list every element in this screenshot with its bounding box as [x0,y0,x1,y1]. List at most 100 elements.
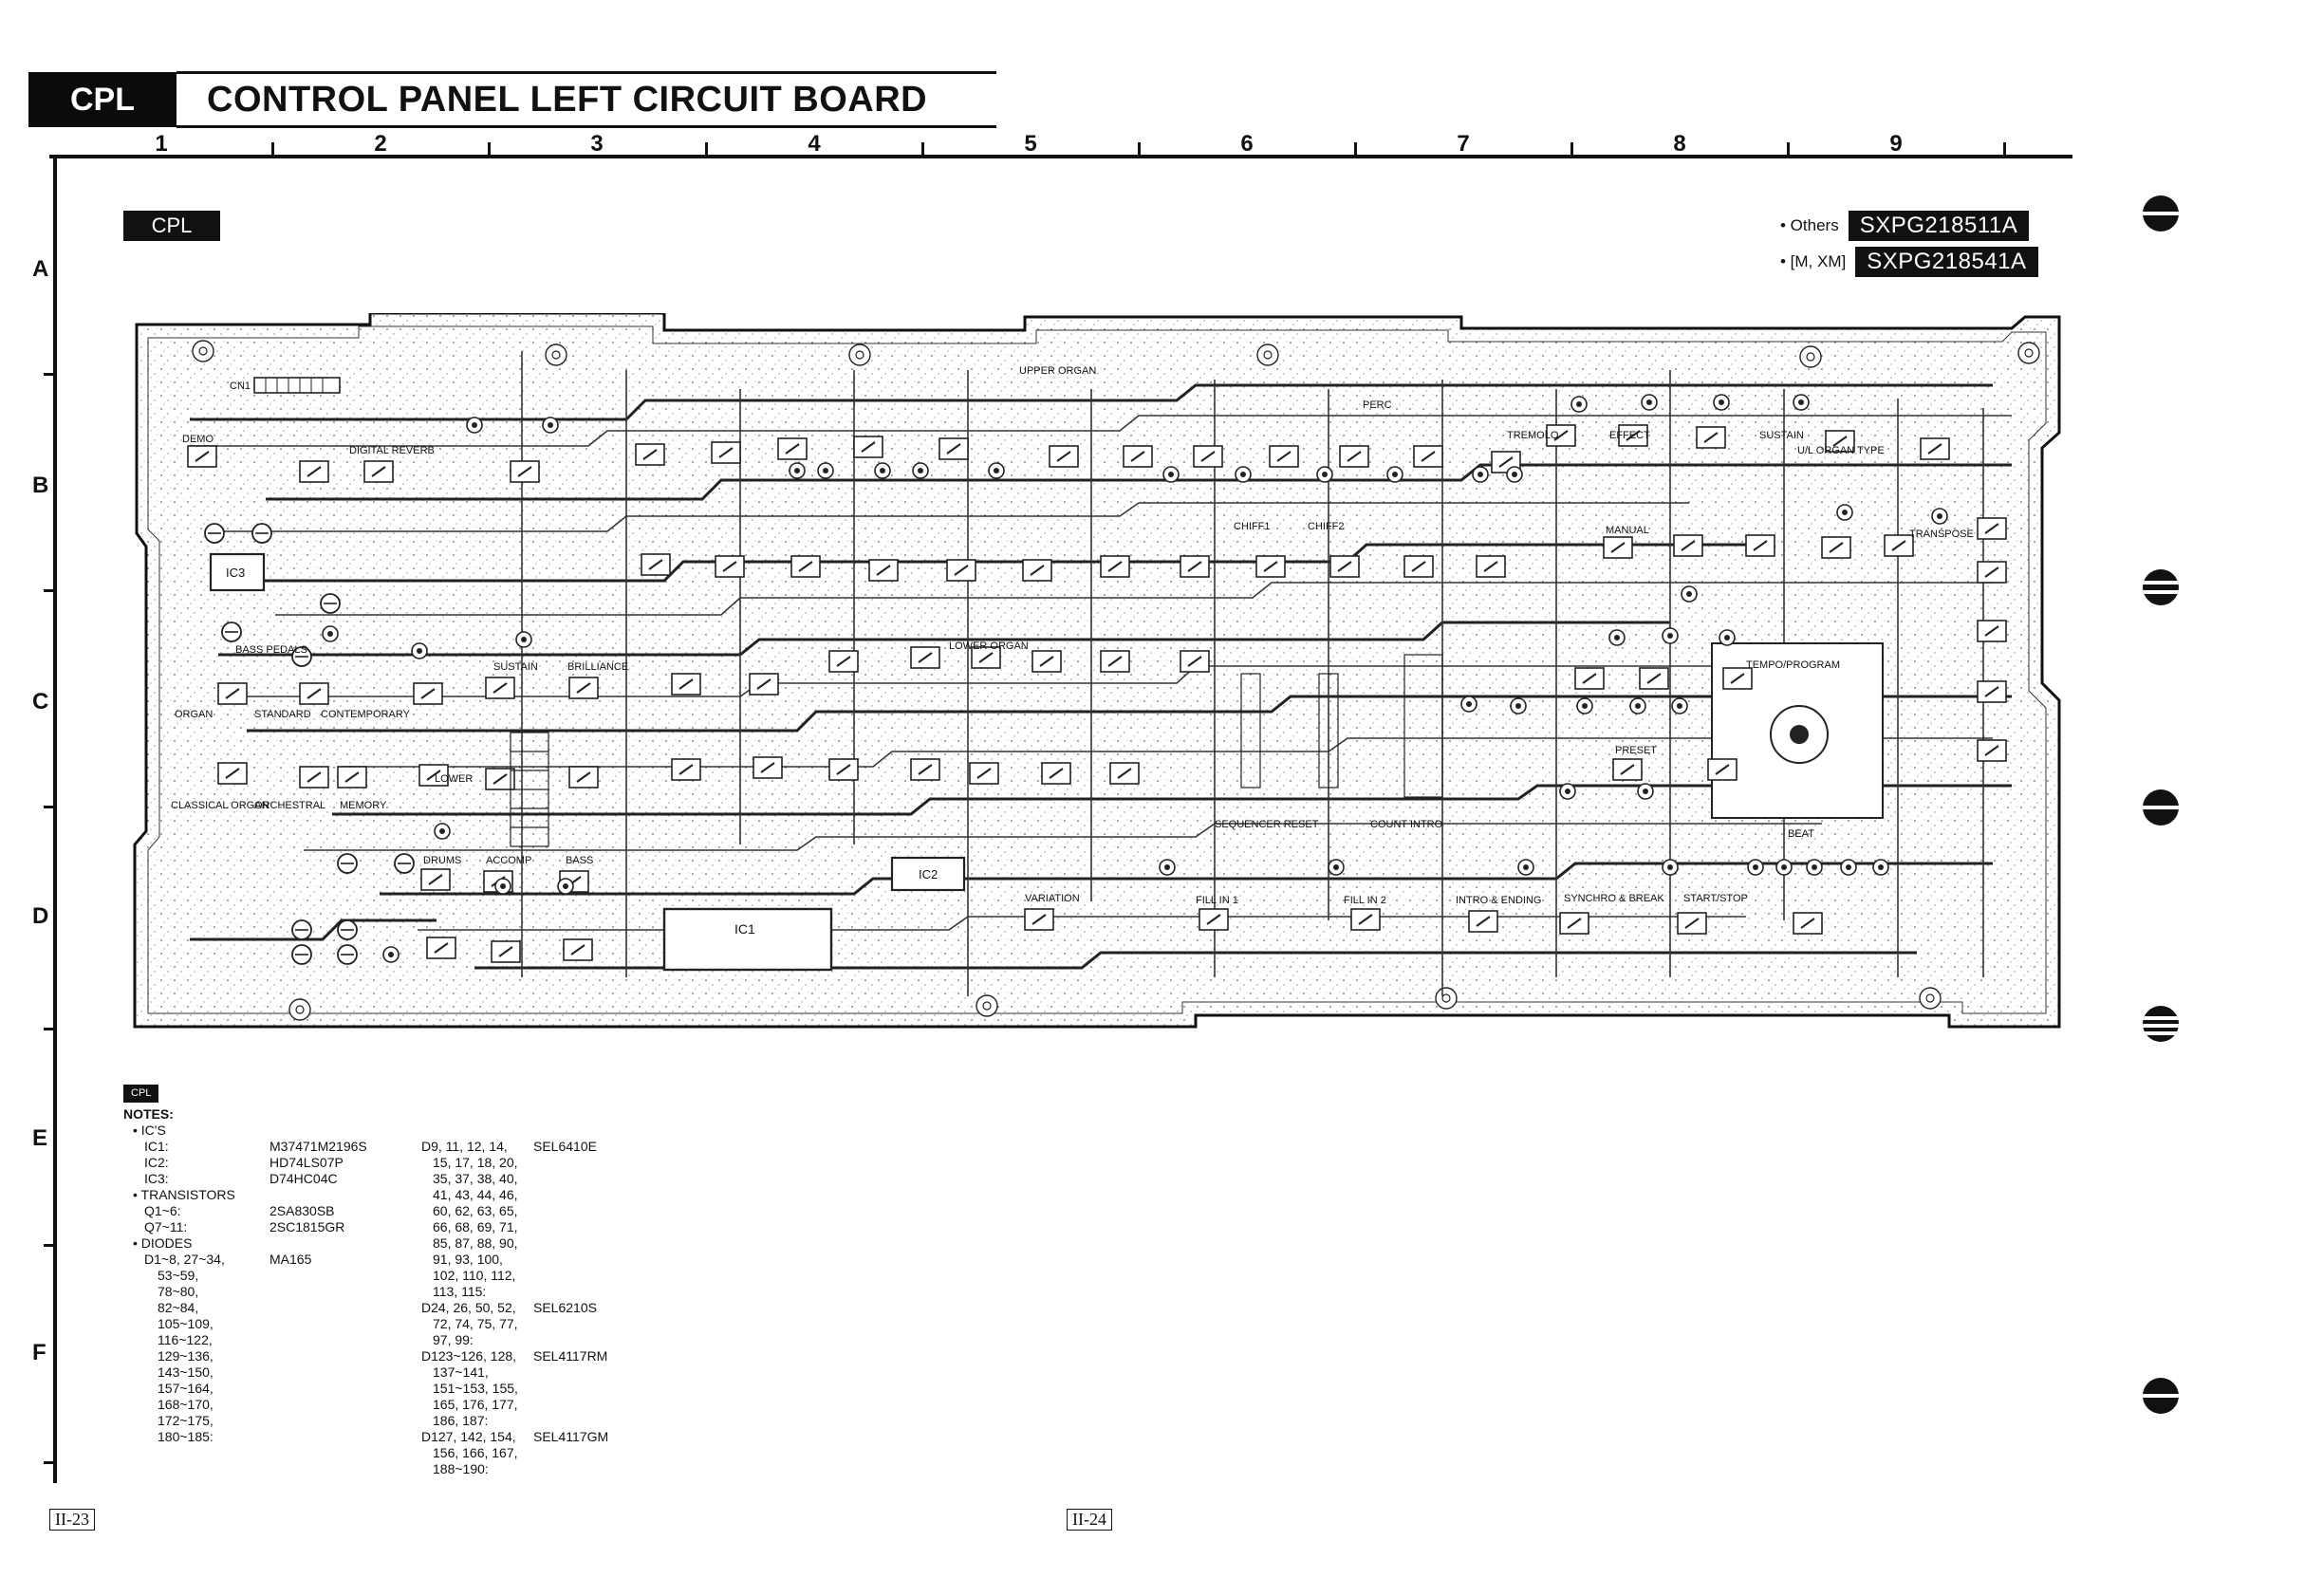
circuit-board: DEMO DIGITAL REVERB BASS PEDALS ORGAN ST… [95,311,2065,1034]
label-perc: PERC [1363,399,1392,411]
notes-chip: CPL [123,1085,159,1103]
connector-cn1 [253,377,341,394]
circuit-board-svg: DEMO DIGITAL REVERB BASS PEDALS ORGAN ST… [95,311,2061,1029]
grid-left-rule [53,155,57,1483]
label-cn1: CN1 [230,380,251,392]
variant-code: SXPG218541A [1855,247,2038,277]
label-manual: MANUAL [1606,525,1649,536]
resistor-strips [510,654,1443,847]
variant-m-xm: • [M, XM] SXPG218541A [1780,247,2038,277]
grid-col-5: 5 [1024,131,1037,157]
grid-row-d: D [32,903,49,929]
title-rule-bottom [177,125,996,128]
registration-mark-icon [2143,195,2179,232]
notes-diode-ref: 168~170, [158,1397,214,1412]
label-brilliance: BRILLIANCE [567,661,628,673]
grid-row-tick [44,806,57,808]
label-classical-organ: CLASSICAL ORGAN [171,800,269,811]
notes-ic-row: IC3:D74HC04C [144,1171,338,1186]
notes-diode-ref: 129~136, [158,1348,214,1364]
variant-code: SXPG218511A [1848,211,2030,241]
label-count-intro: COUNT INTRO [1370,819,1443,830]
board-label: CPL [123,211,220,241]
label-organ-type: U/L ORGAN TYPE [1797,445,1885,456]
label-transpose: TRANSPOSE [1909,529,1974,540]
grid-row-tick [44,1028,57,1030]
notes-ics-head: • IC'S [133,1123,166,1138]
grid-col-tick [1787,142,1790,156]
board-outline [133,311,2061,1029]
grid-row-tick [44,1461,57,1464]
grid-col-3: 3 [590,131,604,157]
notes-diode-ref: 180~185: [158,1429,214,1444]
notes-transistors-head: • TRANSISTORS [133,1187,235,1202]
notes-block: CPL NOTES: • IC'S IC1:M37471M2196S IC2:H… [123,1084,608,1477]
notes-diode-group: D9, 11, 12, 14, 15, 17, 18, 20, 35, 37, … [421,1139,597,1299]
label-upper-organ: UPPER ORGAN [1019,365,1096,377]
notes-right-column: D9, 11, 12, 14, 15, 17, 18, 20, 35, 37, … [421,1106,608,1477]
grid-col-tick [1570,142,1573,156]
label-drums: DRUMS [423,855,461,866]
grid-row-a: A [32,256,49,282]
label-tempo-program: TEMPO/PROGRAM [1746,659,1840,671]
label-sustain-2: SUSTAIN [1759,430,1804,441]
grid-row-tick [44,1244,57,1247]
grid-col-tick [705,142,708,156]
notes-diode-ref: 143~150, [158,1364,214,1380]
grid-col-6: 6 [1240,131,1254,157]
variant-others: • Others SXPG218511A [1780,211,2030,241]
label-fill-in-1: FILL IN 1 [1196,895,1238,906]
grid-col-tick [2003,142,2006,156]
label-demo: DEMO [182,434,214,445]
label-orchestral: ORCHESTRAL [254,800,325,811]
notes-title: NOTES: [123,1106,174,1122]
label-bass: BASS [566,855,593,866]
grid-col-4: 4 [808,131,821,157]
notes-diode-ref: 53~59, [158,1268,199,1283]
registration-mark-icon [2143,789,2179,826]
label-beat: BEAT [1788,828,1814,840]
label-variation: VARIATION [1025,893,1080,904]
trace-minor [190,351,2012,996]
section-tag: CPL [28,72,177,127]
grid-col-tick [271,142,274,156]
label-standard: STANDARD [254,709,311,720]
grid-row-tick [44,589,57,592]
label-lower: LOWER [435,773,473,785]
label-fill-in-2: FILL IN 2 [1344,895,1386,906]
notes-transistor-row: Q7~11:2SC1815GR [144,1219,345,1234]
notes-diodes-head: • DIODES [133,1235,193,1251]
grid-col-tick [921,142,924,156]
label-chiff2: CHIFF2 [1308,521,1345,532]
variant-name: • Others [1780,216,1839,234]
label-chiff1: CHIFF1 [1234,521,1271,532]
notes-diode-ref: 157~164, [158,1381,214,1396]
notes-diode-group: D24, 26, 50, 52, 72, 74, 75, 77, 97, 99:… [421,1300,597,1347]
registration-mark-icon [2143,1006,2179,1042]
grid-col-tick [1354,142,1357,156]
label-bass-pedals: BASS PEDALS [235,644,307,656]
notes-diode-ref: 116~122, [158,1332,213,1347]
label-synchro-break: SYNCHRO & BREAK [1564,893,1664,904]
label-sustain: SUSTAIN [493,661,538,673]
label-tremolo: TREMOLO [1507,430,1559,441]
grid-row-f: F [32,1340,46,1365]
label-sequencer-reset: SEQUENCER RESET [1215,819,1319,830]
grid-col-8: 8 [1673,131,1686,157]
registration-mark-icon [2143,1378,2179,1414]
grid-col-9: 9 [1889,131,1903,157]
registration-mark-icon [2143,569,2179,605]
label-intro-ending: INTRO & ENDING [1456,895,1541,906]
label-effect: EFFECT [1609,430,1650,441]
notes-ic-row: IC1:M37471M2196S [144,1139,367,1154]
label-accomp: ACCOMP [486,855,531,866]
notes-diode-ref: 78~80, [158,1284,199,1299]
grid-row-b: B [32,473,49,498]
grid-col-tick [488,142,491,156]
grid-row-tick [44,373,57,376]
notes-diode-ref: 82~84, [158,1300,199,1315]
label-digital-reverb: DIGITAL REVERB [349,445,435,456]
grid-col-2: 2 [374,131,387,157]
grid-row-e: E [32,1125,48,1151]
grid-top-rule [49,155,2072,158]
